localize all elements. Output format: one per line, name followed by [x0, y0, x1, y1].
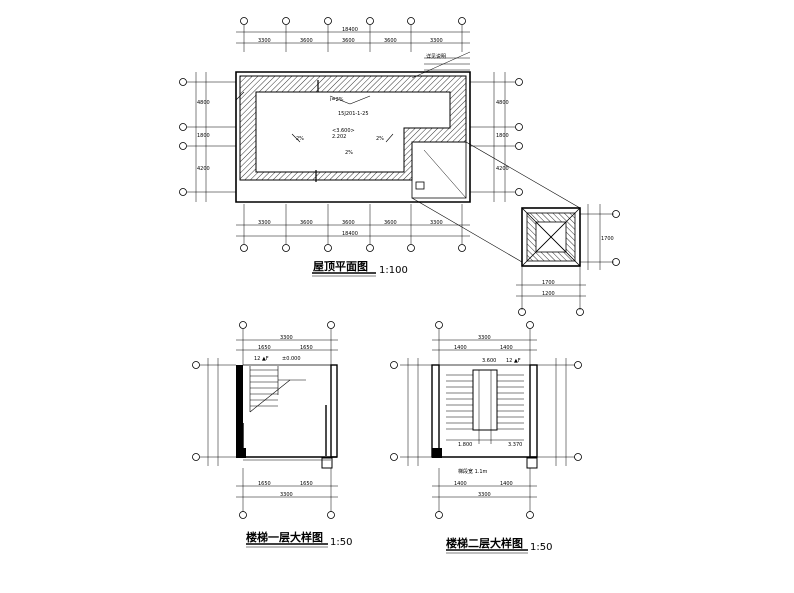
stair1-note-2: ±0.000	[282, 356, 301, 362]
stair-plan-2-title: 楼梯二层大样图	[446, 537, 523, 550]
stair1-dim-top-2: 1650	[300, 345, 313, 351]
roof-plan	[179, 17, 581, 263]
stair-treads-2	[446, 374, 524, 430]
roof-outline	[235, 71, 471, 203]
roof-plan-scale: 1:100	[379, 265, 408, 276]
stair2-dim-top-1: 1400	[454, 345, 467, 351]
stair1-dim-top-total: 3300	[280, 335, 293, 341]
stair2-dim-top-total: 3300	[478, 335, 491, 341]
roof-dim-left-3: 4200	[197, 166, 210, 172]
roof-inner-boundary	[255, 91, 451, 173]
stair-plan-1	[192, 321, 338, 519]
roof-dim-top-4: 3600	[384, 38, 397, 44]
roof-dim-top-2: 3600	[300, 38, 313, 44]
roof-dim-top-3: 3600	[342, 38, 355, 44]
stair2-note-2: 12 ▲F	[506, 358, 521, 364]
detail-box	[516, 204, 620, 316]
roof-dim-bottom-1: 3300	[258, 220, 271, 226]
stair2-dim-top-2: 1400	[500, 345, 513, 351]
roof-dim-right-3: 4200	[496, 166, 509, 172]
roof-dim-top-1: 3300	[258, 38, 271, 44]
stair2-note-4: 3.370	[508, 442, 523, 448]
roof-note-slope-1: i=2%	[330, 97, 344, 103]
roof-dim-left-1: 4800	[197, 100, 210, 106]
stair2-dim-bottom-total: 3300	[478, 492, 491, 498]
stair1-dim-bottom-1: 1650	[258, 481, 271, 487]
stair1-dim-top-1: 1650	[258, 345, 271, 351]
roof-dim-right-1: 4800	[496, 100, 509, 106]
roof-dim-top-5: 3300	[430, 38, 443, 44]
roof-grid-bubbles-top	[240, 17, 466, 25]
stair1-dim-bottom-total: 3300	[280, 492, 293, 498]
stair-plan-2	[390, 321, 582, 519]
stair1-dim-bottom-2: 1650	[300, 481, 313, 487]
stair2-dim-bottom-2: 1400	[500, 481, 513, 487]
roof-grid-bubbles-left	[179, 78, 187, 196]
stair2-note-1: 3.600	[482, 358, 497, 364]
roof-dim-bottom-2: 3600	[300, 220, 313, 226]
roof-note-slope-3: 2%	[376, 136, 384, 142]
roof-dim-bottom-3: 3600	[342, 220, 355, 226]
roof-grid-bubbles-right	[515, 78, 523, 196]
roof-note-elev-1: <3.600>	[332, 128, 355, 134]
stair2-note-5: 梯段宽 1.1m	[458, 469, 488, 475]
stair2-dim-bottom-1: 1400	[454, 481, 467, 487]
roof-dim-bottom-4: 3600	[384, 220, 397, 226]
stair-plan-1-scale: 1:50	[330, 537, 353, 548]
stair2-note-3: 1.800	[458, 442, 473, 448]
stair-treads-1	[249, 366, 279, 412]
detail-dim-bottom-2: 1200	[542, 291, 555, 297]
roof-note-slope-4: 2%	[345, 150, 353, 156]
roof-callout-2: 详见说明	[426, 54, 447, 60]
roof-dim-left-2: 1800	[197, 133, 210, 139]
roof-plan-title: 屋顶平面图	[313, 260, 368, 273]
roof-grid-bubbles-bottom	[240, 244, 466, 252]
roof-note-slope-2: 2%	[296, 136, 304, 142]
stair1-note-1: 12 ▲F	[254, 356, 269, 362]
roof-callout-1: 15J201-1-25	[338, 111, 369, 117]
roof-dim-bottom-total: 18400	[342, 231, 358, 237]
detail-dim-right-1: 1700	[601, 236, 614, 242]
stair-plan-2-scale: 1:50	[530, 542, 553, 553]
detail-dim-bottom-1: 1700	[542, 280, 555, 286]
roof-note-elev-2: 2.202	[332, 134, 347, 140]
roof-dim-bottom-5: 3300	[430, 220, 443, 226]
roof-dim-top-total: 18400	[342, 27, 358, 33]
stair-plan-1-title: 楼梯一层大样图	[246, 531, 323, 544]
roof-dim-right-2: 1800	[496, 133, 509, 139]
